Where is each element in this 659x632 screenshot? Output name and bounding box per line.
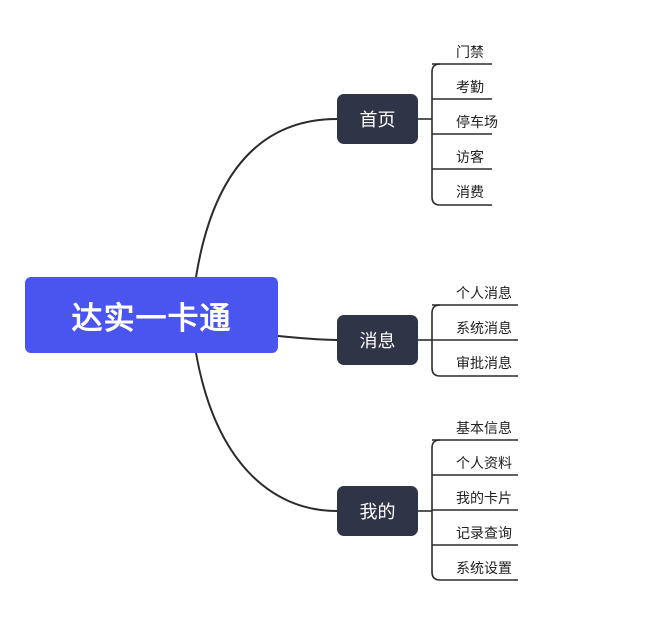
leaf-node[interactable]: 个人资料 (456, 456, 512, 472)
branch-node-messages[interactable]: 消息 (337, 315, 418, 365)
leaf-node[interactable]: 系统消息 (456, 321, 512, 337)
root-node[interactable]: 达实一卡通 (25, 277, 278, 353)
leaf-node[interactable]: 门禁 (456, 45, 484, 61)
branch-node-mine[interactable]: 我的 (337, 486, 418, 536)
connector-root-mine (195, 352, 338, 512)
branch-node-home[interactable]: 首页 (337, 94, 418, 144)
leaf-node[interactable]: 消费 (456, 185, 484, 201)
connector-root-messages (277, 335, 338, 341)
bracket-messages (418, 304, 518, 377)
leaf-node[interactable]: 停车场 (456, 115, 498, 131)
leaf-node[interactable]: 系统设置 (456, 561, 512, 577)
connector-root-home (195, 118, 338, 278)
leaf-node[interactable]: 审批消息 (456, 356, 512, 372)
bracket-mine (418, 439, 518, 581)
leaf-node[interactable]: 基本信息 (456, 421, 512, 437)
leaf-node[interactable]: 我的卡片 (456, 491, 512, 507)
leaf-node[interactable]: 记录查询 (456, 526, 512, 542)
leaf-node[interactable]: 考勤 (456, 80, 484, 96)
leaf-node[interactable]: 个人消息 (456, 286, 512, 302)
leaf-node[interactable]: 访客 (456, 150, 484, 166)
bracket-home (418, 63, 492, 206)
